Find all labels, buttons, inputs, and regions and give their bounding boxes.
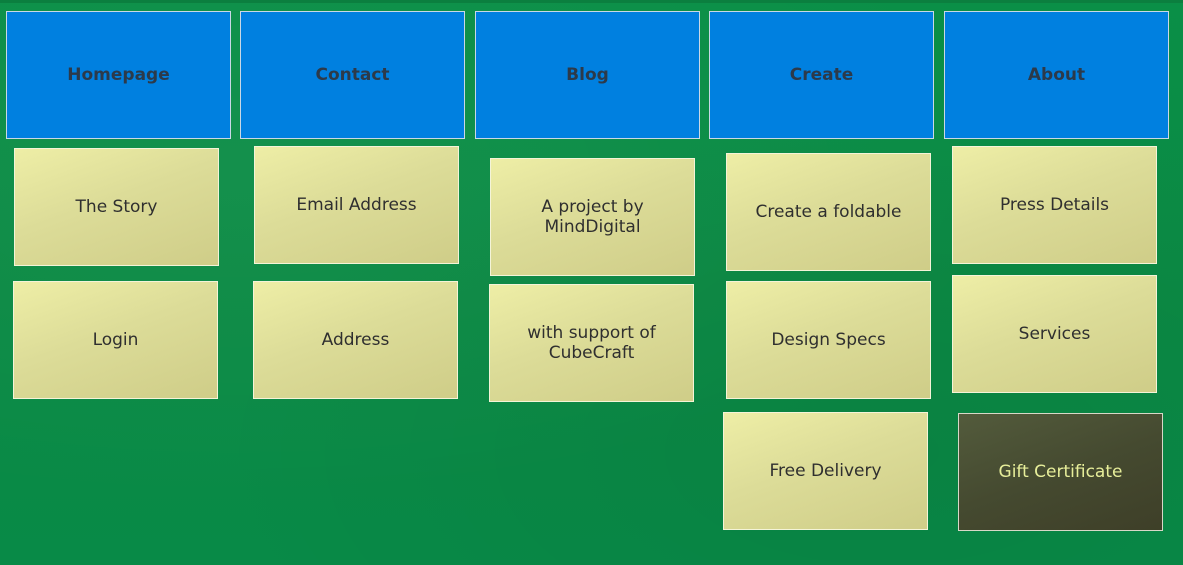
note-address-label: Address — [321, 330, 390, 350]
nav-homepage-label: Homepage — [67, 65, 170, 85]
nav-create-label: Create — [789, 65, 854, 85]
note-gift-certificate[interactable]: Gift Certificate — [958, 413, 1163, 531]
nav-about[interactable]: About — [944, 11, 1169, 139]
note-design-specs-label: Design Specs — [771, 330, 886, 350]
top-edge — [0, 0, 1183, 3]
note-create-foldable-label: Create a foldable — [755, 202, 902, 222]
note-gift-certificate-label: Gift Certificate — [998, 462, 1123, 482]
note-the-story[interactable]: The Story — [14, 148, 219, 266]
note-services-label: Services — [1018, 324, 1091, 344]
note-free-delivery[interactable]: Free Delivery — [723, 412, 928, 530]
note-create-foldable[interactable]: Create a foldable — [726, 153, 931, 271]
nav-blog-label: Blog — [566, 65, 609, 85]
note-project-by-label: A project by MindDigital — [541, 197, 644, 237]
nav-blog[interactable]: Blog — [475, 11, 700, 139]
note-services[interactable]: Services — [952, 275, 1157, 393]
nav-homepage[interactable]: Homepage — [6, 11, 231, 139]
note-design-specs[interactable]: Design Specs — [726, 281, 931, 399]
note-project-by[interactable]: A project by MindDigital — [490, 158, 695, 276]
note-login-label: Login — [92, 330, 139, 350]
note-press-details-label: Press Details — [999, 195, 1110, 215]
nav-contact[interactable]: Contact — [240, 11, 465, 139]
note-free-delivery-label: Free Delivery — [769, 461, 882, 481]
note-login[interactable]: Login — [13, 281, 218, 399]
nav-contact-label: Contact — [315, 65, 390, 85]
nav-create[interactable]: Create — [709, 11, 934, 139]
note-email-address-label: Email Address — [296, 195, 417, 215]
note-support-of-label: with support of CubeCraft — [527, 323, 656, 363]
note-press-details[interactable]: Press Details — [952, 146, 1157, 264]
nav-about-label: About — [1027, 65, 1086, 85]
note-address[interactable]: Address — [253, 281, 458, 399]
note-email-address[interactable]: Email Address — [254, 146, 459, 264]
note-support-of[interactable]: with support of CubeCraft — [489, 284, 694, 402]
note-the-story-label: The Story — [75, 197, 158, 217]
